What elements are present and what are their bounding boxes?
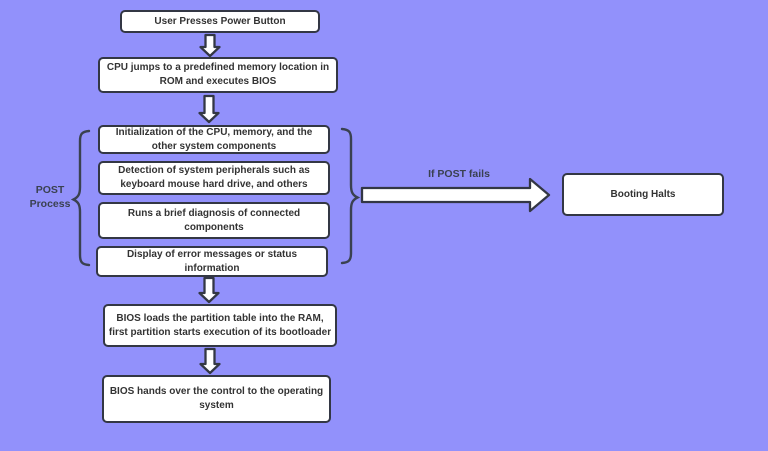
node-post-diagnosis: Runs a brief diagnosis of connected comp… bbox=[98, 202, 330, 239]
arrow-down-3-icon bbox=[198, 276, 220, 304]
node-bios-hands-over-control: BIOS hands over the control to the opera… bbox=[102, 375, 331, 423]
node-cpu-jumps-to-rom: CPU jumps to a predefined memory locatio… bbox=[98, 57, 338, 93]
node-user-presses-power-button: User Presses Power Button bbox=[120, 10, 320, 33]
arrow-down-1-icon bbox=[199, 33, 221, 58]
node-post-peripheral-detection: Detection of system peripherals such as … bbox=[98, 161, 330, 195]
node-post-initialization: Initialization of the CPU, memory, and t… bbox=[98, 125, 330, 154]
if-post-fails-label: If POST fails bbox=[428, 168, 490, 180]
right-brace-icon bbox=[340, 127, 361, 265]
node-post-error-display: Display of error messages or status info… bbox=[96, 246, 328, 277]
arrow-down-4-icon bbox=[199, 347, 221, 375]
node-bios-loads-partition-table: BIOS loads the partition table into the … bbox=[103, 304, 337, 347]
node-booting-halts: Booting Halts bbox=[562, 173, 724, 216]
post-process-label: POST Process bbox=[29, 184, 71, 210]
arrow-down-2-icon bbox=[198, 94, 220, 124]
arrow-right-post-fails-icon bbox=[360, 177, 551, 213]
